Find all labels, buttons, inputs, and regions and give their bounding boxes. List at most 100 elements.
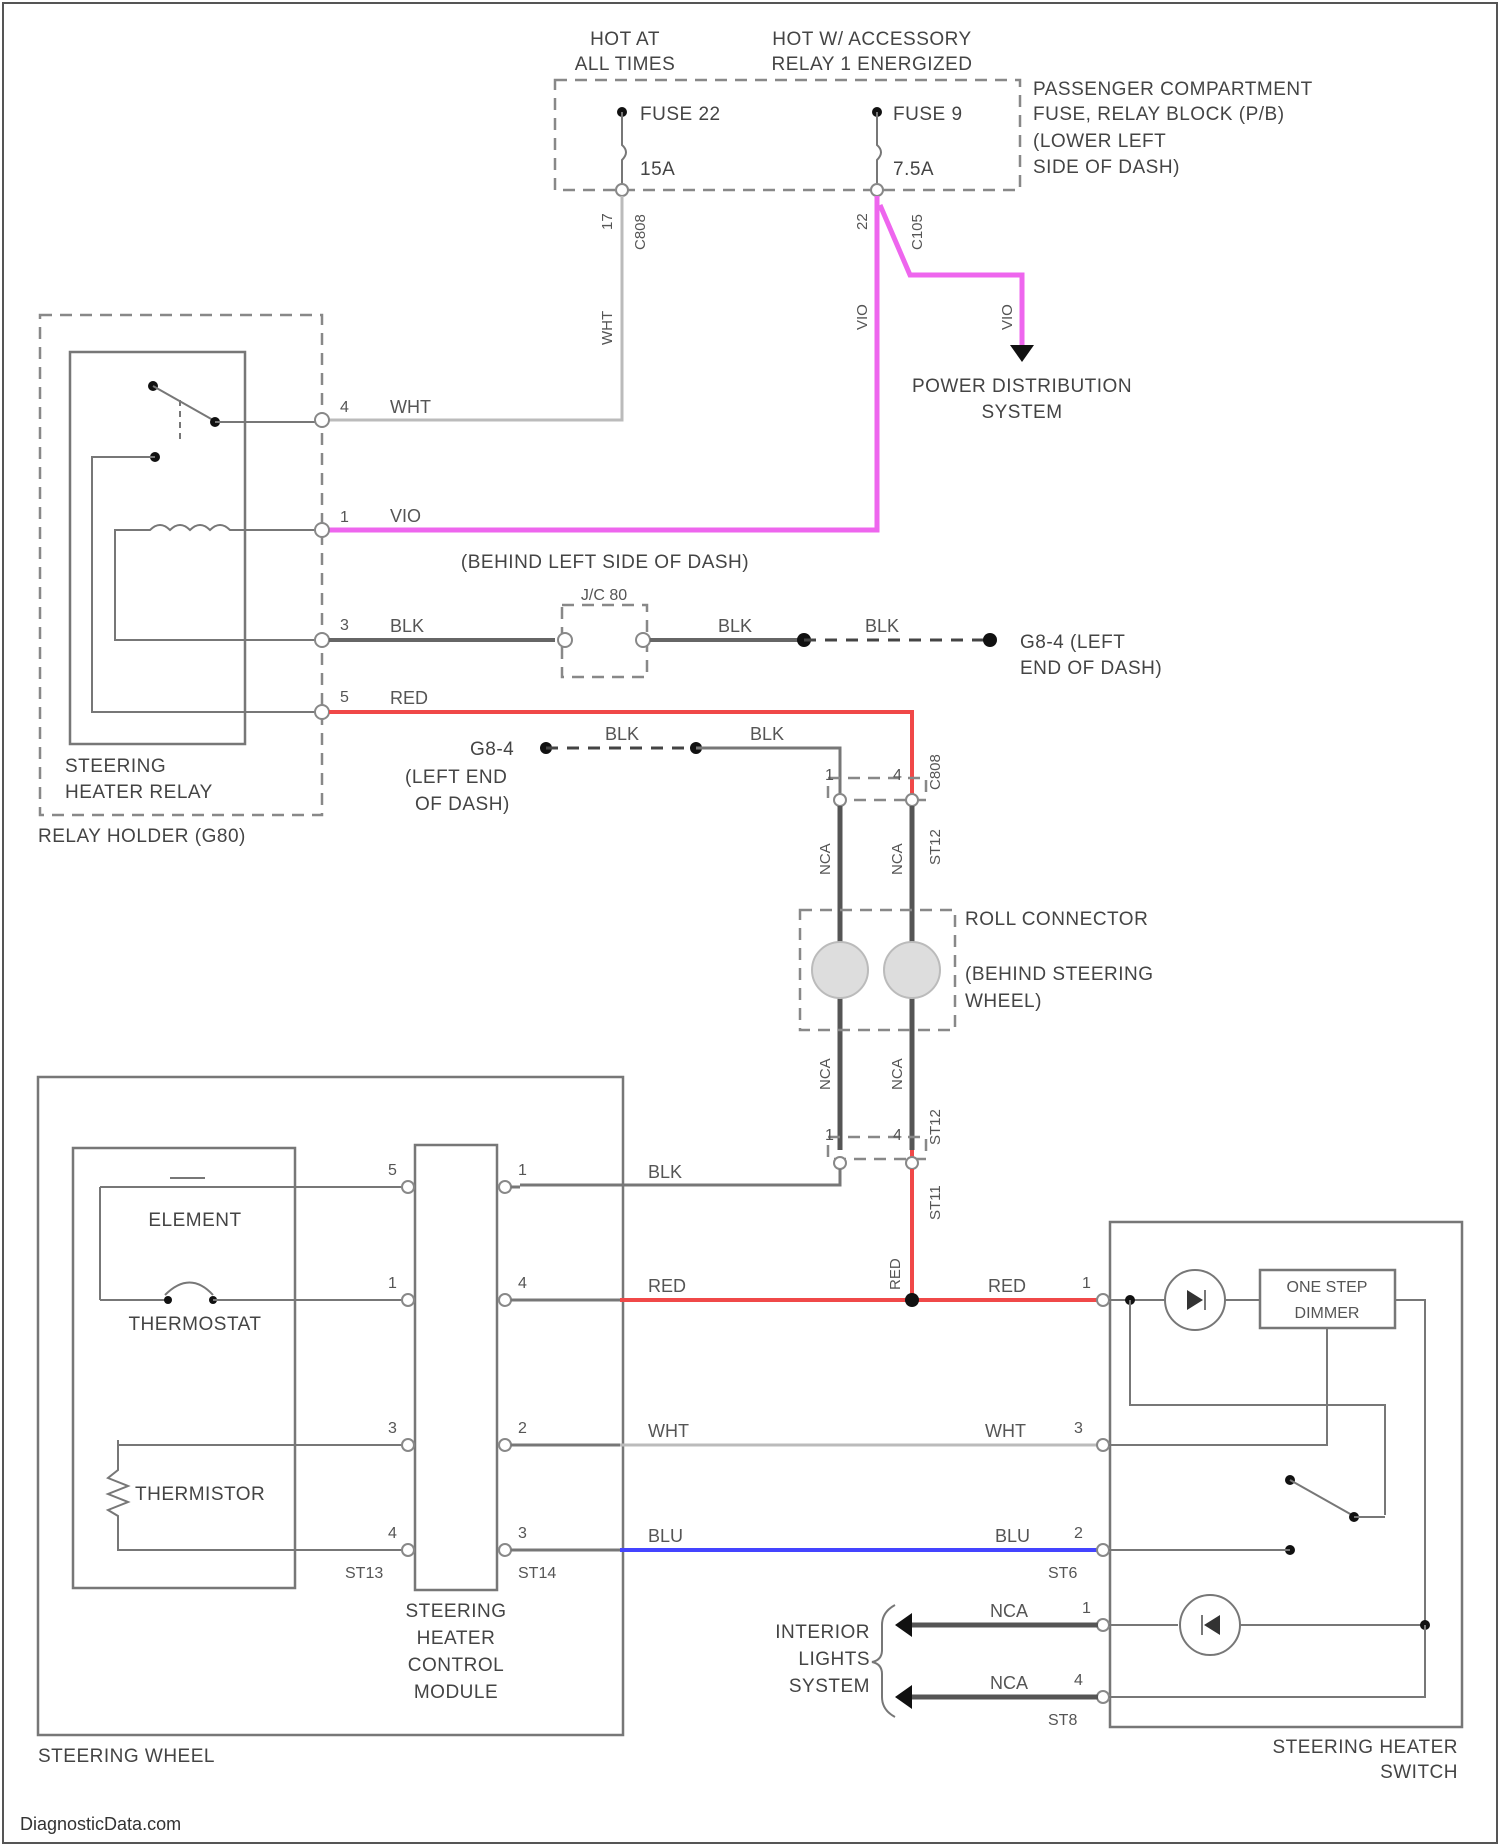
relay-pin-4: 4 — [340, 399, 349, 416]
c808-label: C808 — [927, 754, 944, 790]
red-label-module: RED — [648, 1276, 686, 1296]
steering-wheel-box — [38, 1077, 623, 1735]
wht-label-switch: WHT — [985, 1421, 1026, 1441]
blk-label-1: BLK — [390, 616, 424, 636]
wht-label-vertical: WHT — [599, 311, 616, 345]
power-distribution-line1: POWER DISTRIBUTION — [912, 376, 1132, 397]
relay-pins: 4 1 3 5 — [315, 399, 349, 719]
switch-pin-2: 2 — [1074, 1525, 1083, 1542]
c808-pin-blk: 1 — [825, 767, 834, 784]
st12-pin-blk: 1 — [825, 1127, 834, 1144]
relay-name-line2: HEATER RELAY — [65, 782, 213, 803]
roll-connector-line3: WHEEL) — [965, 991, 1042, 1012]
relay-pin-3: 3 — [340, 617, 349, 634]
blu-label-module: BLU — [648, 1526, 683, 1546]
vio-wire-relay-pin1 — [325, 196, 877, 530]
module-left-pin-3: 3 — [388, 1420, 397, 1437]
fuse-22-rating: 15A — [640, 159, 675, 180]
blk-label-2: BLK — [718, 616, 752, 636]
blk-label-3: BLK — [865, 616, 899, 636]
vio-label-vertical: VIO — [854, 304, 871, 330]
power-distribution-arrow — [1010, 345, 1034, 362]
jc80-label: J/C 80 — [581, 587, 627, 604]
module-left-pin-1: 1 — [388, 1275, 397, 1292]
switch-internal-wire-3 — [1130, 1300, 1385, 1515]
relay-pin-5: 5 — [340, 689, 349, 706]
wht-label-module: WHT — [648, 1421, 689, 1441]
thermostat-symbol — [165, 1283, 213, 1296]
nca-label-1: NCA — [817, 843, 834, 875]
relay-holder-box — [40, 315, 322, 815]
arrow-interior-1 — [895, 1613, 912, 1637]
fuse-9-rating: 7.5A — [893, 159, 934, 180]
nca-label-4: NCA — [889, 1058, 906, 1090]
dimmer-line1: ONE STEP — [1287, 1279, 1368, 1296]
pcfrb-line3: (LOWER LEFT — [1033, 131, 1166, 152]
c808-pin-red: 4 — [893, 767, 902, 784]
dimmer-wht-wire — [1109, 1328, 1327, 1445]
element-label: ELEMENT — [148, 1210, 241, 1231]
c808-top: C808 — [632, 214, 649, 250]
hot-accessory-line2: RELAY 1 ENERGIZED — [771, 54, 972, 75]
indicator-led-symbol — [1187, 1290, 1203, 1310]
module-label-line3: CONTROL — [408, 1655, 504, 1676]
switch-pins: 1 3 2 1 4 ST6 ST8 — [1048, 1275, 1109, 1729]
g84-b-line3: OF DASH) — [415, 794, 510, 815]
dimmer-out-wire — [1395, 1300, 1425, 1625]
red-label-vertical: RED — [887, 1258, 904, 1290]
interior-line1: INTERIOR — [775, 1622, 870, 1643]
switch-pin-3: 3 — [1074, 1420, 1083, 1437]
switch-contact-arm — [1290, 1480, 1352, 1515]
relay-coil — [115, 525, 320, 640]
st12-pin-red: 4 — [893, 1127, 902, 1144]
vio-label-pd: VIO — [999, 304, 1016, 330]
thermistor-top-wire — [118, 1440, 405, 1445]
vio-label-relay: VIO — [390, 506, 421, 526]
st12-label-top: ST12 — [927, 829, 944, 865]
g84-left-line1: G8-4 (LEFT — [1020, 632, 1125, 653]
ground-g84-left — [983, 633, 997, 647]
blk-label-5: BLK — [750, 724, 784, 744]
steering-wheel-label: STEERING WHEEL — [38, 1746, 215, 1767]
thermostat-label: THERMOSTAT — [128, 1314, 261, 1335]
red-label-switch: RED — [988, 1276, 1026, 1296]
module-right-pin-2: 2 — [518, 1420, 527, 1437]
pin-22: 22 — [854, 213, 871, 230]
module-right-pin-4: 4 — [518, 1275, 527, 1292]
blu-label-switch: BLU — [995, 1526, 1030, 1546]
behind-left-dash-label: (BEHIND LEFT SIDE OF DASH) — [461, 552, 749, 573]
arrow-interior-2 — [895, 1685, 912, 1709]
pcfrb-line2: FUSE, RELAY BLOCK (P/B) — [1033, 104, 1285, 125]
relay-holder-label: RELAY HOLDER (G80) — [38, 826, 246, 847]
interior-line3: SYSTEM — [789, 1676, 870, 1697]
relay-name-line1: STEERING — [65, 756, 166, 777]
illumination-led-symbol — [1204, 1615, 1220, 1635]
switch-pin-1b: 1 — [1082, 1600, 1091, 1617]
fuse-22-label: FUSE 22 — [640, 104, 721, 125]
fuse-block-label: PASSENGER COMPARTMENT FUSE, RELAY BLOCK … — [1033, 79, 1313, 178]
watermark: DiagnosticData.com — [20, 1814, 181, 1834]
module-right-pin-1: 1 — [518, 1162, 527, 1179]
roll-connector-left — [812, 942, 868, 998]
relay-switch — [92, 381, 320, 712]
roll-connector-line2: (BEHIND STEERING — [965, 964, 1154, 985]
dimmer-line2: DIMMER — [1295, 1305, 1360, 1322]
nca-label-2: NCA — [889, 843, 906, 875]
module-label-line1: STEERING — [405, 1601, 506, 1622]
hot-at-all-times-line1: HOT AT — [590, 29, 660, 50]
hot-at-all-times-line2: ALL TIMES — [575, 54, 676, 75]
steering-heater-switch-box — [1110, 1222, 1462, 1727]
st8-label: ST8 — [1048, 1712, 1077, 1729]
blk-label-module: BLK — [648, 1162, 682, 1182]
interior-line2: LIGHTS — [798, 1649, 870, 1670]
nca-label-interior-2: NCA — [990, 1673, 1028, 1693]
steering-heater-control-module — [415, 1145, 497, 1590]
jc80-box — [562, 605, 647, 677]
nca-label-interior-1: NCA — [990, 1601, 1028, 1621]
roll-connector-line1: ROLL CONNECTOR — [965, 909, 1148, 930]
module-left-pins: 5 1 3 4 ST13 — [345, 1162, 414, 1582]
st14-label: ST14 — [518, 1565, 556, 1582]
st12-label-bottom: ST12 — [927, 1109, 944, 1145]
red-label-relay: RED — [390, 688, 428, 708]
